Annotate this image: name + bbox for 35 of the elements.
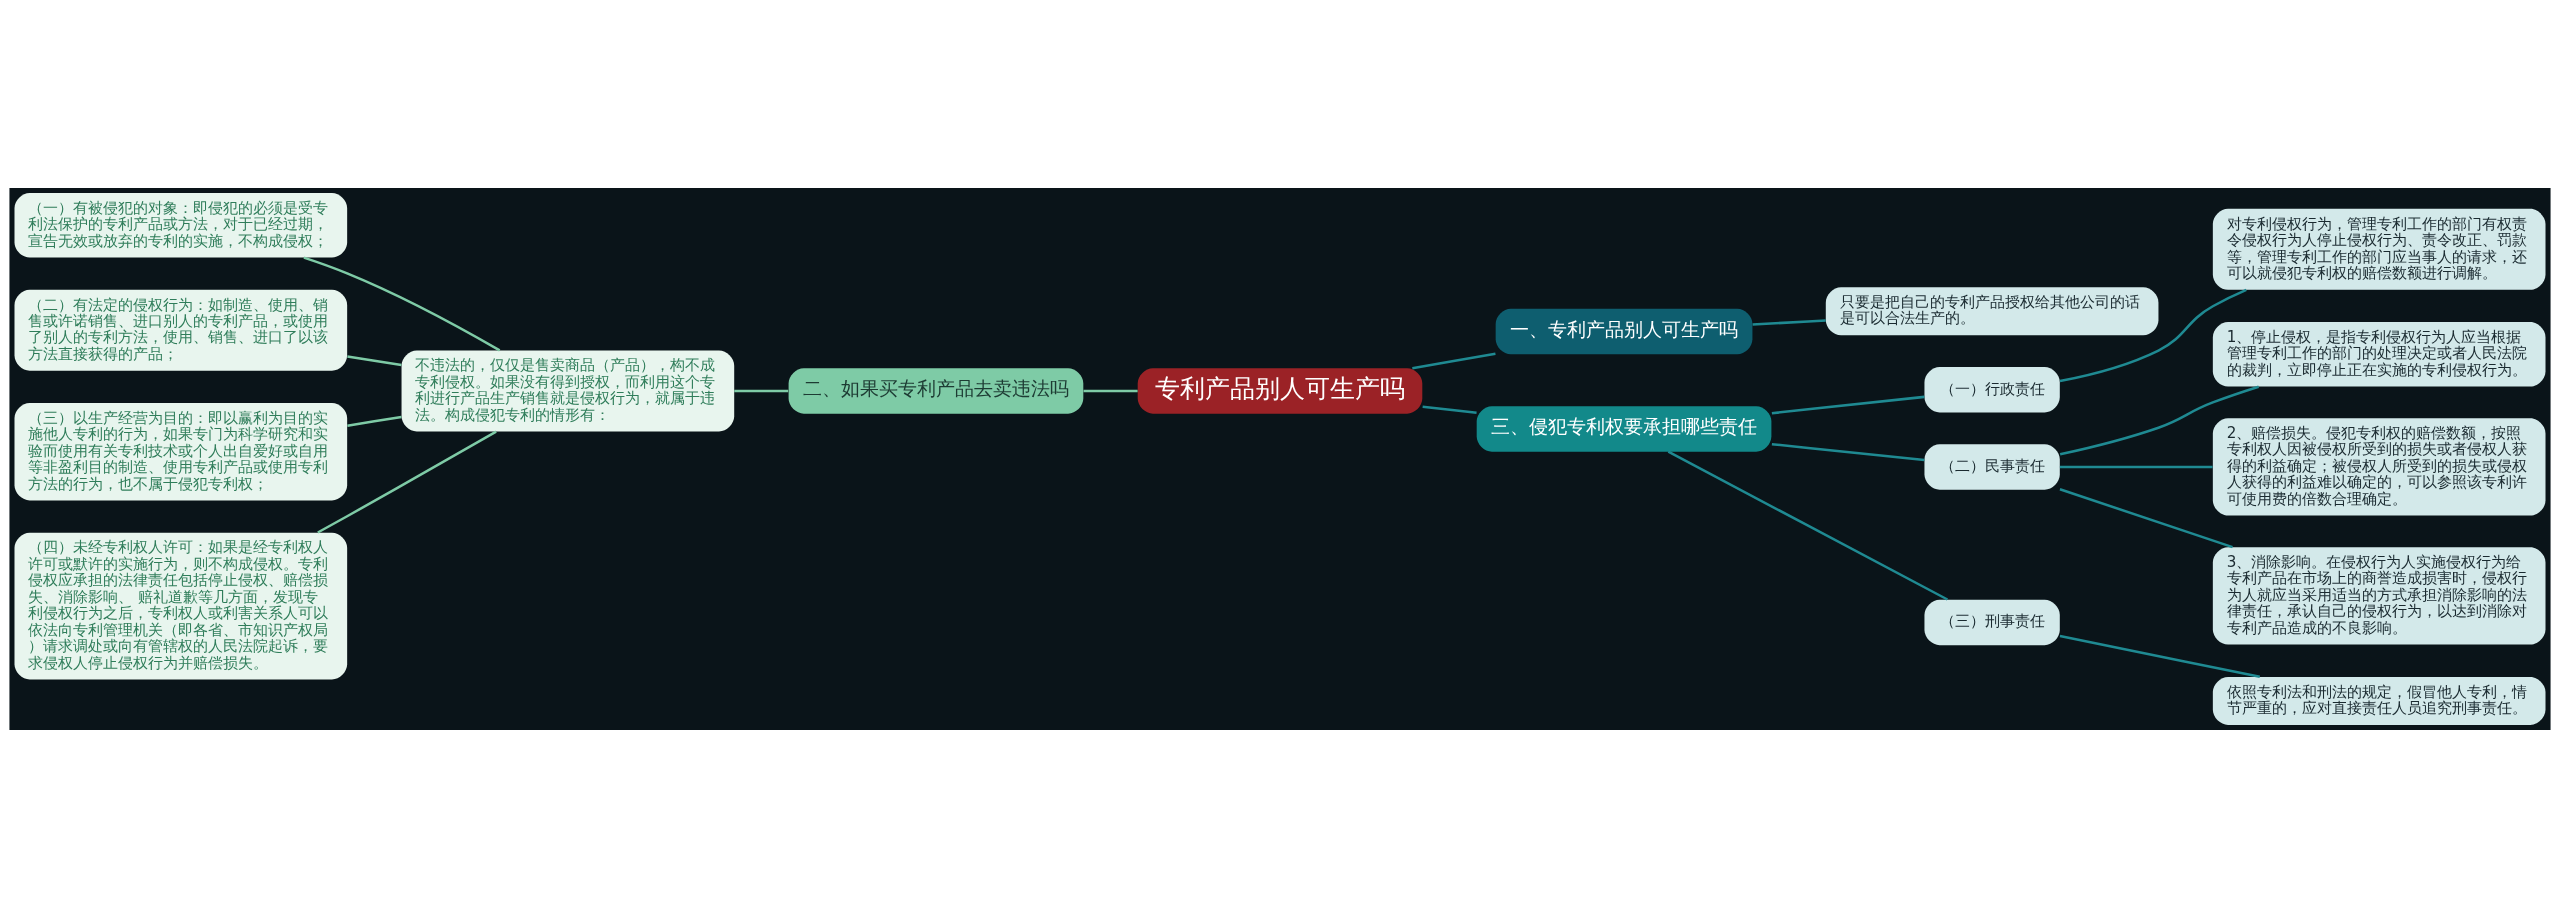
node-box: （一）有被侵犯的对象：即侵犯的必须是受专利法保护的专利产品或方法，对于已经过期，宣告无效或放弃的专利的实施，不构成侵权； <box>14 193 348 258</box>
node-box: 3、消除影响。在侵权行为人实施侵权行为给专利产品在市场上的商誉造成损害时，侵权行为人就应当采用适当的方式承担消除影响的法律责任，承认自己的侵权行为，以达到消除对专利产品造成的不良影响。 <box>2212 547 2546 645</box>
node-box: 依照专利法和刑法的规定，假冒他人专利，情节严重的，应对直接责任人员追究刑事责任。 <box>2212 676 2546 725</box>
node-box: （三）刑事责任 <box>1924 599 2060 646</box>
connector <box>1083 389 1138 393</box>
node-box: 二、如果买专利产品去卖违法吗 <box>788 368 1084 414</box>
connector <box>2059 488 2233 549</box>
connector <box>1667 450 1949 601</box>
node-box: （三）以生产经营为目的：即以赢利为目的实施他人专利的行为，如果专门为科学研究和实验而使用有关专利技术或个人出自爱好或自用等非盈利目的制造、使用专利产品或使用专利方法的行为，也不属于侵犯专利权； <box>14 403 348 501</box>
node-box: 1、停止侵权，是指专利侵权行为人应当根据管理专利工作的部门的处理决定或者人民法院的裁判，立即停止正在实施的专利侵权行为。 <box>2212 322 2546 387</box>
node-box: （二）有法定的侵权行为：如制造、使用、销售或许诺销售、进口别人的专利产品，或使用了别人的专利方法，使用、销售、进口了以该方法直接获得的产品； <box>14 289 348 371</box>
node-box: 专利产品别人可生产吗 <box>1137 368 1423 414</box>
connector <box>347 415 402 427</box>
node-box: 一、专利产品别人可生产吗 <box>1495 308 1753 355</box>
connector <box>1412 352 1496 370</box>
node-box: （一）行政责任 <box>1924 367 2060 413</box>
connector <box>317 430 497 534</box>
connector <box>303 256 501 352</box>
connector <box>1752 319 1826 326</box>
connector <box>1771 442 1925 462</box>
connector <box>734 389 789 393</box>
node-box: 对专利侵权行为，管理专利工作的部门有权责令侵权行为人停止侵权行为、责令改正、罚款等，管理专利工作的部门应当事人的请求，还可以就侵犯专利权的赔偿数额进行调解。 <box>2212 208 2546 290</box>
connector <box>2059 385 2260 456</box>
node-box: 三、侵犯专利权要承担哪些责任 <box>1476 406 1772 452</box>
node-box: 只要是把自己的专利产品授权给其他公司的话是可以合法生产的。 <box>1825 287 2159 336</box>
connector <box>1422 405 1477 414</box>
connector <box>2059 634 2261 679</box>
node-box: 不违法的，仅仅是售卖商品（产品），构不成专利侵权。如果没有得到授权，而利用这个专利进行产品生产销售就是侵权行为，就属于违法。构成侵犯专利的情形有： <box>401 350 735 432</box>
connector <box>1771 395 1925 415</box>
node-box: （四）未经专利权人许可：如果是经专利权人许可或默许的实施行为，则不构成侵权。专利侵权应承担的法律责任包括停止侵权、赔偿损失、消除影响、 赔礼道歉等几方面，发现专利侵权行为之后，专利权人或利害关系人可以依法向专利管理机关（即各省、市知识产权局）请求调处或向有管辖权的人民法院起诉，要求侵权人停止侵权行为并赔偿损失。 <box>14 532 348 680</box>
connector <box>2059 288 2247 383</box>
connector <box>2059 465 2213 469</box>
node-box: 2、赔偿损失。侵犯专利权的赔偿数额，按照专利权人因被侵权所受到的损失或者侵权人获得的利益确定；被侵权人所受到的损失或侵权人获得的利益难以确定的，可以参照该专利许可使用费的倍数合理确定。 <box>2212 418 2546 516</box>
node-box: （二）民事责任 <box>1924 444 2060 490</box>
connector <box>347 355 402 367</box>
